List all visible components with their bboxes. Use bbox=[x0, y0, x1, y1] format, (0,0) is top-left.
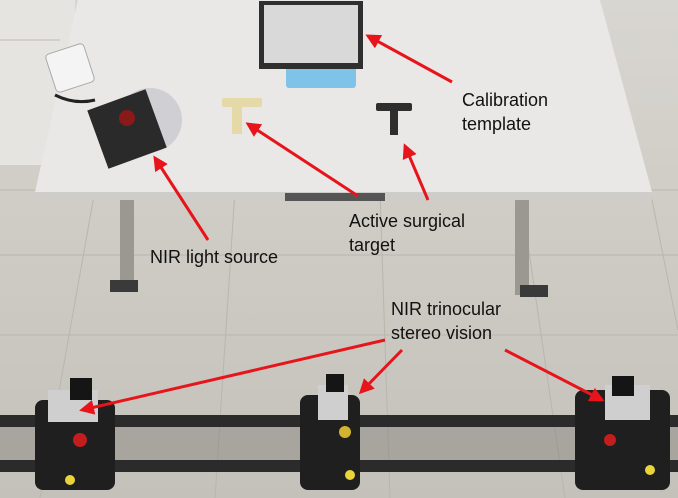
surgical-target-1 bbox=[222, 98, 262, 134]
table-top bbox=[35, 0, 652, 192]
table-legs bbox=[110, 190, 548, 297]
arrow-camera-right bbox=[504, 348, 605, 402]
arrow-nir-light bbox=[153, 155, 210, 241]
label-active-surgical-target: Active surgical target bbox=[349, 211, 466, 255]
surgical-target-2 bbox=[376, 103, 412, 135]
camera-left bbox=[35, 378, 115, 490]
nir-light-source bbox=[45, 43, 182, 169]
arrow-camera-center bbox=[358, 348, 404, 395]
label-nir-trinocular-stereo-vision: NIR trinocular stereo vision bbox=[391, 299, 502, 343]
camera-right bbox=[575, 376, 670, 490]
annotation-arrows bbox=[79, 34, 605, 415]
camera-center bbox=[300, 374, 360, 490]
calibration-board bbox=[259, 1, 363, 88]
arrow-target-1 bbox=[245, 122, 359, 198]
label-nir-light-source: NIR light source bbox=[150, 247, 279, 267]
arrow-calibration bbox=[365, 34, 453, 84]
label-calibration-template: Calibration template bbox=[462, 90, 549, 134]
arrow-target-2 bbox=[402, 143, 430, 201]
arrow-camera-left bbox=[79, 338, 386, 415]
